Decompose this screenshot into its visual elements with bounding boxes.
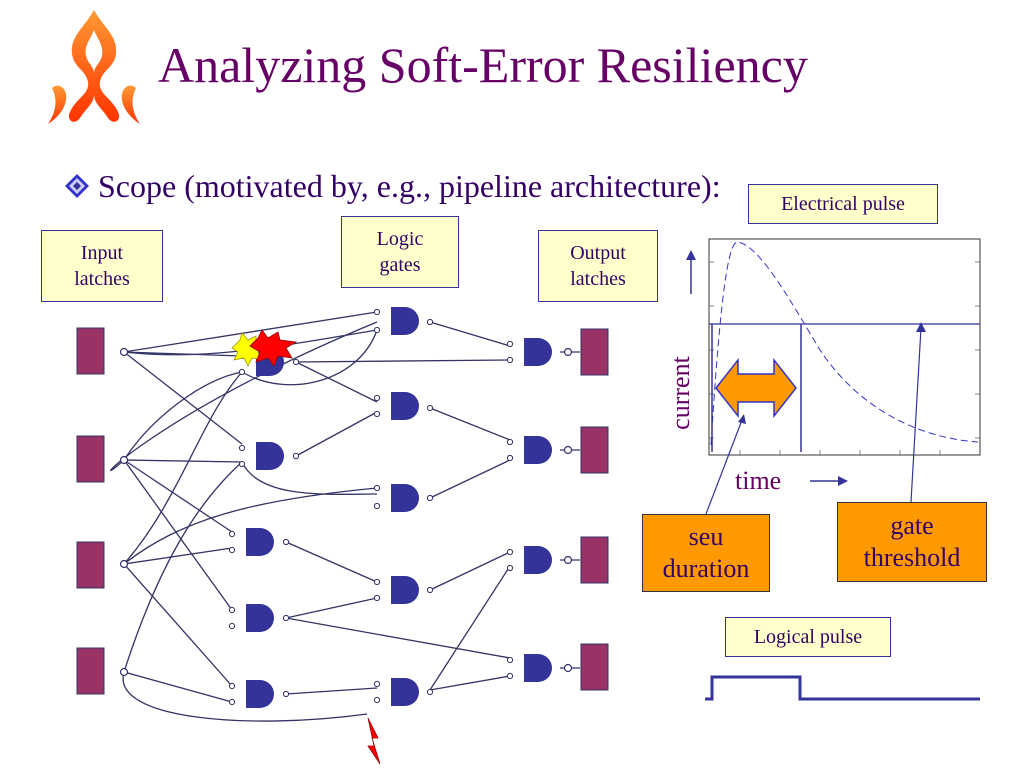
and-gate — [391, 576, 419, 604]
circuit-wires — [110, 311, 580, 722]
lightning-bolt-icon — [367, 717, 381, 765]
and-gate — [524, 546, 552, 574]
logic-gates — [246, 307, 552, 708]
latch-bubbles — [119, 347, 573, 677]
and-gate — [524, 436, 552, 464]
gate-threshold-callout: gate threshold — [837, 502, 987, 582]
logic-gates-label: Logic gates — [341, 216, 459, 288]
output-latch — [580, 426, 609, 474]
logical-pulse-label: Logical pulse — [725, 617, 891, 657]
output-latches-label: Output latches — [538, 230, 658, 302]
input-latch — [76, 541, 105, 589]
and-gate — [391, 392, 419, 420]
electrical-pulse-plot — [686, 238, 981, 701]
logical-pulse-line — [705, 675, 980, 701]
and-gate — [524, 654, 552, 682]
input-latch — [76, 647, 105, 695]
diamond-bullet-icon — [65, 174, 89, 198]
starburst-icon — [231, 329, 298, 367]
bullet-item: Scope (motivated by, e.g., pipeline arch… — [64, 170, 721, 202]
input-latch — [76, 327, 105, 375]
current-axis-label: current — [665, 356, 695, 430]
output-latches — [580, 328, 609, 691]
input-latches — [76, 327, 105, 695]
and-gate — [256, 442, 284, 470]
and-gate — [246, 680, 274, 708]
and-gate — [246, 528, 274, 556]
output-latch — [580, 643, 609, 691]
output-latch — [580, 328, 609, 376]
output-latch — [580, 536, 609, 584]
input-latches-label: Input latches — [41, 230, 163, 302]
seu-duration-callout: seu duration — [642, 514, 770, 592]
bullet-text: Scope (motivated by, e.g., pipeline arch… — [98, 168, 721, 204]
time-axis-label: time — [735, 466, 782, 495]
input-latch — [76, 435, 105, 483]
electrical-pulse-label: Electrical pulse — [748, 184, 938, 224]
double-arrow-icon — [715, 357, 797, 419]
and-gate — [391, 484, 419, 512]
slide-title: Analyzing Soft-Error Resiliency — [158, 37, 808, 93]
flame-logo-icon — [48, 10, 140, 124]
and-gate — [246, 604, 274, 632]
and-gate — [391, 307, 419, 335]
and-gate — [524, 338, 552, 366]
and-gate — [391, 678, 419, 706]
